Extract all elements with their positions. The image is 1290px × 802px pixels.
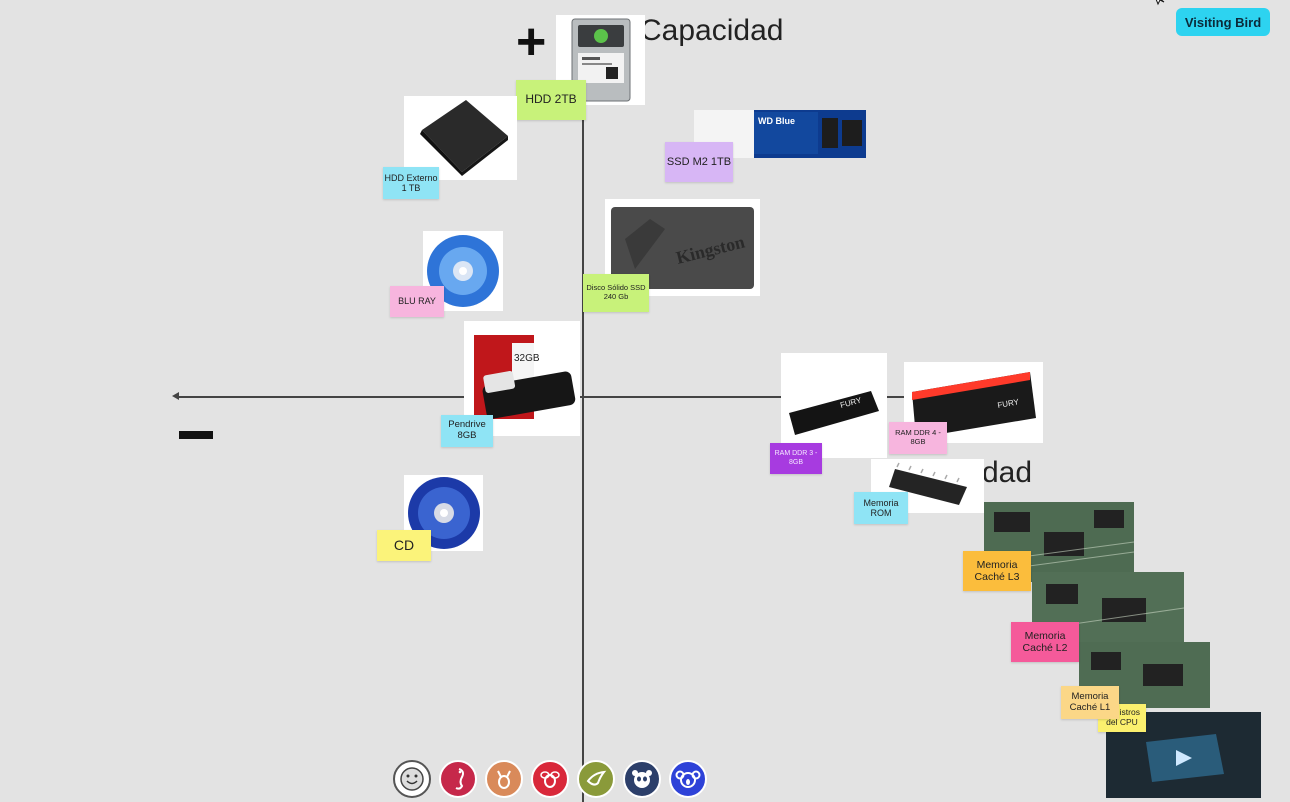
ssd-m2-image[interactable]: WD Blue	[692, 108, 870, 160]
seahorse-icon[interactable]	[439, 760, 477, 798]
bluray-image[interactable]	[423, 231, 503, 311]
ram-ddr3-image[interactable]: FURY	[781, 353, 887, 458]
hdd-external-image[interactable]	[404, 96, 517, 180]
goat-icon[interactable]	[485, 760, 523, 798]
sticky-hdd-external[interactable]: HDD Externo 1 TB	[383, 167, 439, 199]
axis-arrow-left	[172, 392, 179, 400]
ram-ddr4-image[interactable]: FURY	[904, 362, 1043, 443]
cache-l2-image[interactable]	[1032, 572, 1184, 648]
visiting-bird-badge[interactable]: Visiting Bird	[1176, 8, 1270, 36]
sticky-hdd-2tb[interactable]: HDD 2TB	[516, 80, 586, 120]
collaborator-avatars	[393, 760, 707, 798]
sticky-rom[interactable]: Memoria ROM	[854, 492, 908, 524]
ssd-kingston-image[interactable]: Kingston	[605, 199, 760, 296]
sticky-cd[interactable]: CD	[377, 530, 431, 561]
ram4-brand-label: FURY	[997, 397, 1021, 410]
smile-icon[interactable]	[393, 760, 431, 798]
pendrive-image[interactable]: 32GB	[464, 321, 580, 436]
sticky-cache-l2[interactable]: Memoria Caché L2	[1011, 622, 1079, 662]
usb-capacity-label: 32GB	[514, 353, 540, 364]
sticky-pendrive[interactable]: Pendrive 8GB	[441, 415, 493, 447]
vertical-axis	[582, 84, 584, 802]
minus-label	[179, 431, 213, 439]
sticky-ssd-m2[interactable]: SSD M2 1TB	[665, 142, 733, 182]
plus-label: +	[516, 13, 547, 71]
sticky-cache-l1[interactable]: Memoria Caché L1	[1061, 686, 1119, 719]
sticky-ssd-240[interactable]: Disco Sólido SSD 240 Gb	[583, 274, 649, 312]
bird-icon[interactable]	[577, 760, 615, 798]
sticky-cache-l3[interactable]: Memoria Caché L3	[963, 551, 1031, 591]
koala-icon[interactable]	[669, 760, 707, 798]
axis-title-capacidad: Capacidad	[640, 14, 784, 47]
cursor-icon	[1155, 0, 1165, 6]
bee-icon[interactable]	[531, 760, 569, 798]
wd-blue-label: WD Blue	[758, 116, 795, 126]
axis-title-velocidad: dad	[982, 456, 1033, 489]
sticky-bluray[interactable]: BLU RAY	[390, 286, 444, 317]
cd-image[interactable]	[404, 475, 483, 551]
panda-icon[interactable]	[623, 760, 661, 798]
sticky-ram-ddr3[interactable]: RAM DDR 3 - 8GB	[770, 443, 822, 474]
sticky-ram-ddr4[interactable]: RAM DDR 4 - 8GB	[889, 422, 947, 454]
